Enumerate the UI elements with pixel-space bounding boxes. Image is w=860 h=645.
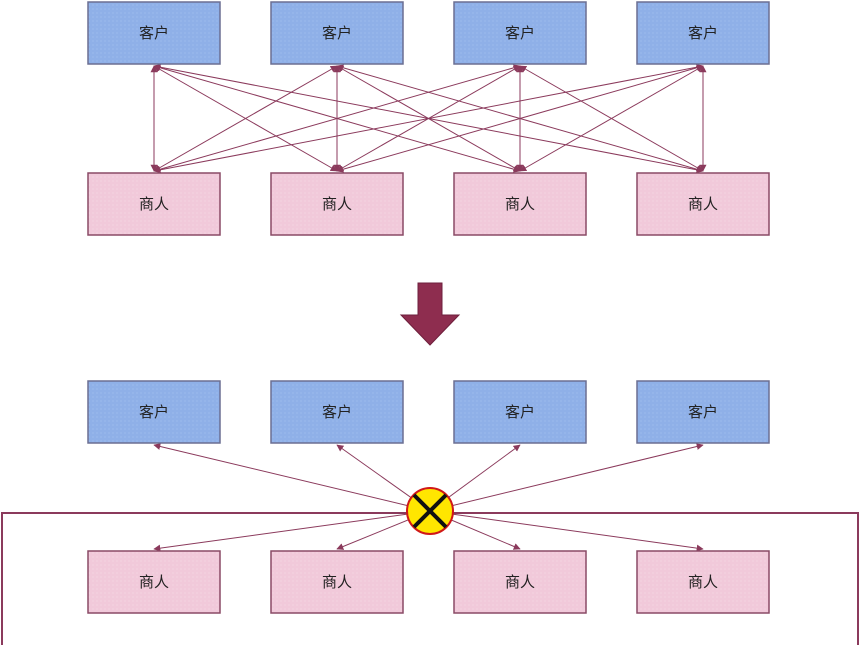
bottom-merchant-label-4: 商人 — [688, 573, 718, 591]
top-connections — [150, 63, 707, 174]
top-customer-box-3: 客户 — [453, 1, 587, 65]
bottom-merchant-box-4: 商人 — [636, 550, 770, 614]
top-merchant-box-3: 商人 — [453, 172, 587, 236]
bottom-merchant-box-3: 商人 — [453, 550, 587, 614]
bottom-customer-box-2: 客户 — [270, 380, 404, 444]
top-merchant-box-4: 商人 — [636, 172, 770, 236]
bottom-customer-box-1: 客户 — [87, 380, 221, 444]
top-merchant-box-2: 商人 — [270, 172, 404, 236]
top-merchant-box-1: 商人 — [87, 172, 221, 236]
top-customer-label-2: 客户 — [322, 24, 352, 42]
bottom-merchant-box-2: 商人 — [270, 550, 404, 614]
top-customer-box-4: 客户 — [636, 1, 770, 65]
top-merchant-label-3: 商人 — [505, 195, 535, 213]
top-merchant-label-2: 商人 — [322, 195, 352, 213]
bottom-merchant-label-2: 商人 — [322, 573, 352, 591]
bottom-merchant-label-1: 商人 — [139, 573, 169, 591]
bottom-merchant-box-1: 商人 — [87, 550, 221, 614]
hub-to-customer-arrow — [153, 443, 431, 512]
bottom-customer-box-4: 客户 — [636, 380, 770, 444]
hub-to-merchant-arrow — [153, 510, 431, 552]
connector-arrow — [519, 65, 704, 172]
top-customer-label-1: 客户 — [139, 24, 169, 42]
bottom-merchant-row: 商人 商人 商人 商人 — [87, 550, 770, 614]
top-customer-row: 客户 客户 客户 客户 — [87, 1, 770, 65]
bottom-customer-label-1: 客户 — [139, 403, 169, 421]
top-customer-box-2: 客户 — [270, 1, 404, 65]
bottom-customer-box-3: 客户 — [453, 380, 587, 444]
bottom-customer-label-3: 客户 — [505, 403, 535, 421]
top-merchant-label-4: 商人 — [688, 195, 718, 213]
top-customer-box-1: 客户 — [87, 1, 221, 65]
top-merchant-label-1: 商人 — [139, 195, 169, 213]
top-merchant-row: 商人 商人 商人 商人 — [87, 172, 770, 236]
top-customer-label-4: 客户 — [688, 24, 718, 42]
bottom-customer-row: 客户 客户 客户 客户 — [87, 380, 770, 444]
bottom-merchant-label-3: 商人 — [505, 573, 535, 591]
hub-to-merchant-arrow — [429, 510, 704, 552]
down-arrow-icon — [399, 282, 461, 346]
top-customer-label-3: 客户 — [505, 24, 535, 42]
bottom-customer-label-4: 客户 — [688, 403, 718, 421]
hub-to-customer-arrow — [429, 443, 704, 512]
bottom-customer-label-2: 客户 — [322, 403, 352, 421]
crossed-circle-icon — [406, 487, 454, 535]
